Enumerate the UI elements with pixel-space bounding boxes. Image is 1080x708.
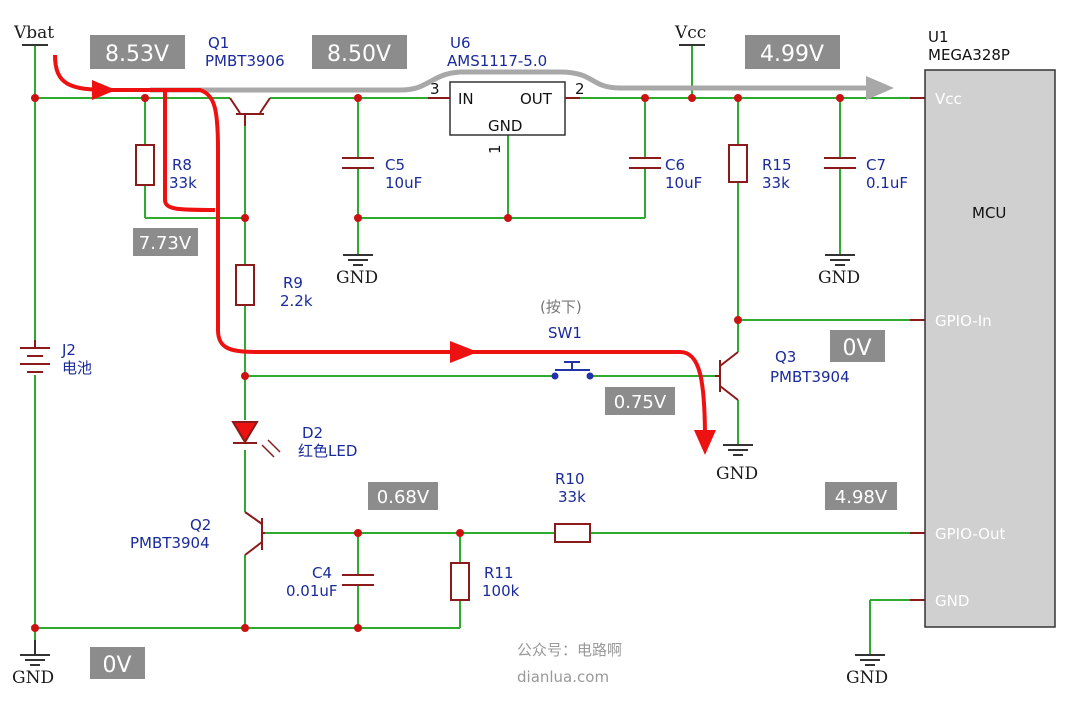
u6-pin-out: OUT (520, 90, 553, 108)
q2-ref: Q2 (190, 516, 211, 534)
gnd-label-left: GND (12, 668, 54, 688)
sw1-switch-symbol (551, 361, 594, 380)
mcu-designator: U1 (928, 28, 949, 46)
c4-ref: C4 (312, 564, 332, 582)
gnd-label-c7: GND (818, 268, 860, 288)
r10-ref: R10 (555, 470, 585, 488)
r9-value: 2.2k (280, 292, 313, 310)
r10-resistor-symbol (554, 523, 591, 543)
q1-part: PMBT3906 (205, 52, 285, 70)
q1-transistor-symbol (229, 97, 271, 126)
r9-resistor-symbol (235, 264, 255, 306)
sw1-note: (按下) (540, 298, 582, 316)
net-label-vbat: Vbat (13, 23, 54, 43)
q3-ref: Q3 (775, 348, 796, 366)
voltage-q1-collector: 8.50V (327, 42, 391, 67)
vcc-flow-arrow (150, 69, 894, 100)
mcu-body-label: MCU (972, 204, 1006, 222)
voltage-q2-base: 0.68V (377, 487, 430, 508)
r11-value: 100k (482, 582, 520, 600)
sw1-ref: SW1 (548, 324, 582, 342)
d2-value: 红色LED (298, 442, 357, 460)
current-arrowheads (92, 80, 716, 455)
q3-part: PMBT3904 (770, 368, 850, 386)
battery-symbol (20, 340, 50, 373)
pin-stubs (910, 97, 925, 601)
voltage-gpio-in: 0V (842, 336, 871, 361)
q2-part: PMBT3904 (130, 534, 210, 552)
mcu-pin-gnd: GND (935, 592, 969, 610)
u6-part: AMS1117-5.0 (447, 52, 547, 70)
q1-ref: Q1 (208, 34, 229, 52)
watermark-line2: dianlua.com (517, 668, 609, 686)
c5-ref: C5 (385, 156, 405, 174)
mcu-pin-vcc: Vcc (935, 90, 962, 108)
c6-value: 10uF (665, 174, 702, 192)
led-symbol (231, 421, 281, 458)
c7-value: 0.1uF (866, 174, 908, 192)
u6-ref: U6 (450, 34, 471, 52)
u6-pinnum-out: 2 (575, 80, 585, 98)
gnd-label-q3: GND (716, 464, 758, 484)
junction-nodes (31, 94, 844, 632)
voltage-boxes (90, 35, 897, 679)
c7-ref: C7 (866, 156, 886, 174)
q2-transistor-symbol (244, 511, 265, 556)
voltage-gpio-out: 4.98V (835, 487, 888, 508)
j2-value: 电池 (62, 359, 92, 377)
u6-pinnum-gnd: 1 (486, 144, 504, 154)
r8-resistor-symbol (135, 144, 155, 186)
d2-ref: D2 (302, 424, 323, 442)
ground-symbols (20, 254, 885, 666)
r9-ref: R9 (283, 274, 303, 292)
voltage-q3-base: 0.75V (614, 392, 667, 413)
r10-value: 33k (558, 488, 586, 506)
gnd-label-mcu: GND (846, 668, 888, 688)
r8-value: 33k (169, 174, 197, 192)
q3-transistor-symbol (715, 351, 739, 401)
wires (34, 45, 910, 655)
c6-ref: C6 (665, 156, 685, 174)
r15-resistor-symbol (728, 144, 748, 183)
mcu-pin-gpio-out: GPIO-Out (935, 525, 1005, 543)
regulator-body (449, 81, 566, 136)
j2-ref: J2 (61, 341, 76, 359)
voltage-ground: 0V (102, 653, 131, 678)
net-label-vcc: Vcc (674, 23, 706, 43)
r15-value: 33k (762, 174, 790, 192)
voltage-vcc: 4.99V (760, 42, 824, 67)
u6-pinnum-in: 3 (430, 80, 440, 98)
voltage-q1-base: 7.73V (139, 233, 192, 254)
u6-pin-gnd: GND (488, 117, 522, 135)
c5-value: 10uF (385, 174, 422, 192)
mcu-body (924, 69, 1056, 628)
c4-value: 0.01uF (286, 582, 338, 600)
mcu-pin-gpio-in: GPIO-In (935, 312, 992, 330)
capacitor-symbols (342, 157, 856, 586)
r11-resistor-symbol (450, 562, 470, 601)
gnd-label-c5: GND (336, 268, 378, 288)
voltage-vbat: 8.53V (105, 42, 169, 67)
u6-pin-in: IN (458, 90, 474, 108)
watermark-line1: 公众号：电路啊 (517, 641, 622, 659)
r15-ref: R15 (762, 156, 792, 174)
mcu-part: MEGA328P (928, 46, 1010, 64)
r11-ref: R11 (484, 564, 514, 582)
r8-ref: R8 (172, 156, 192, 174)
